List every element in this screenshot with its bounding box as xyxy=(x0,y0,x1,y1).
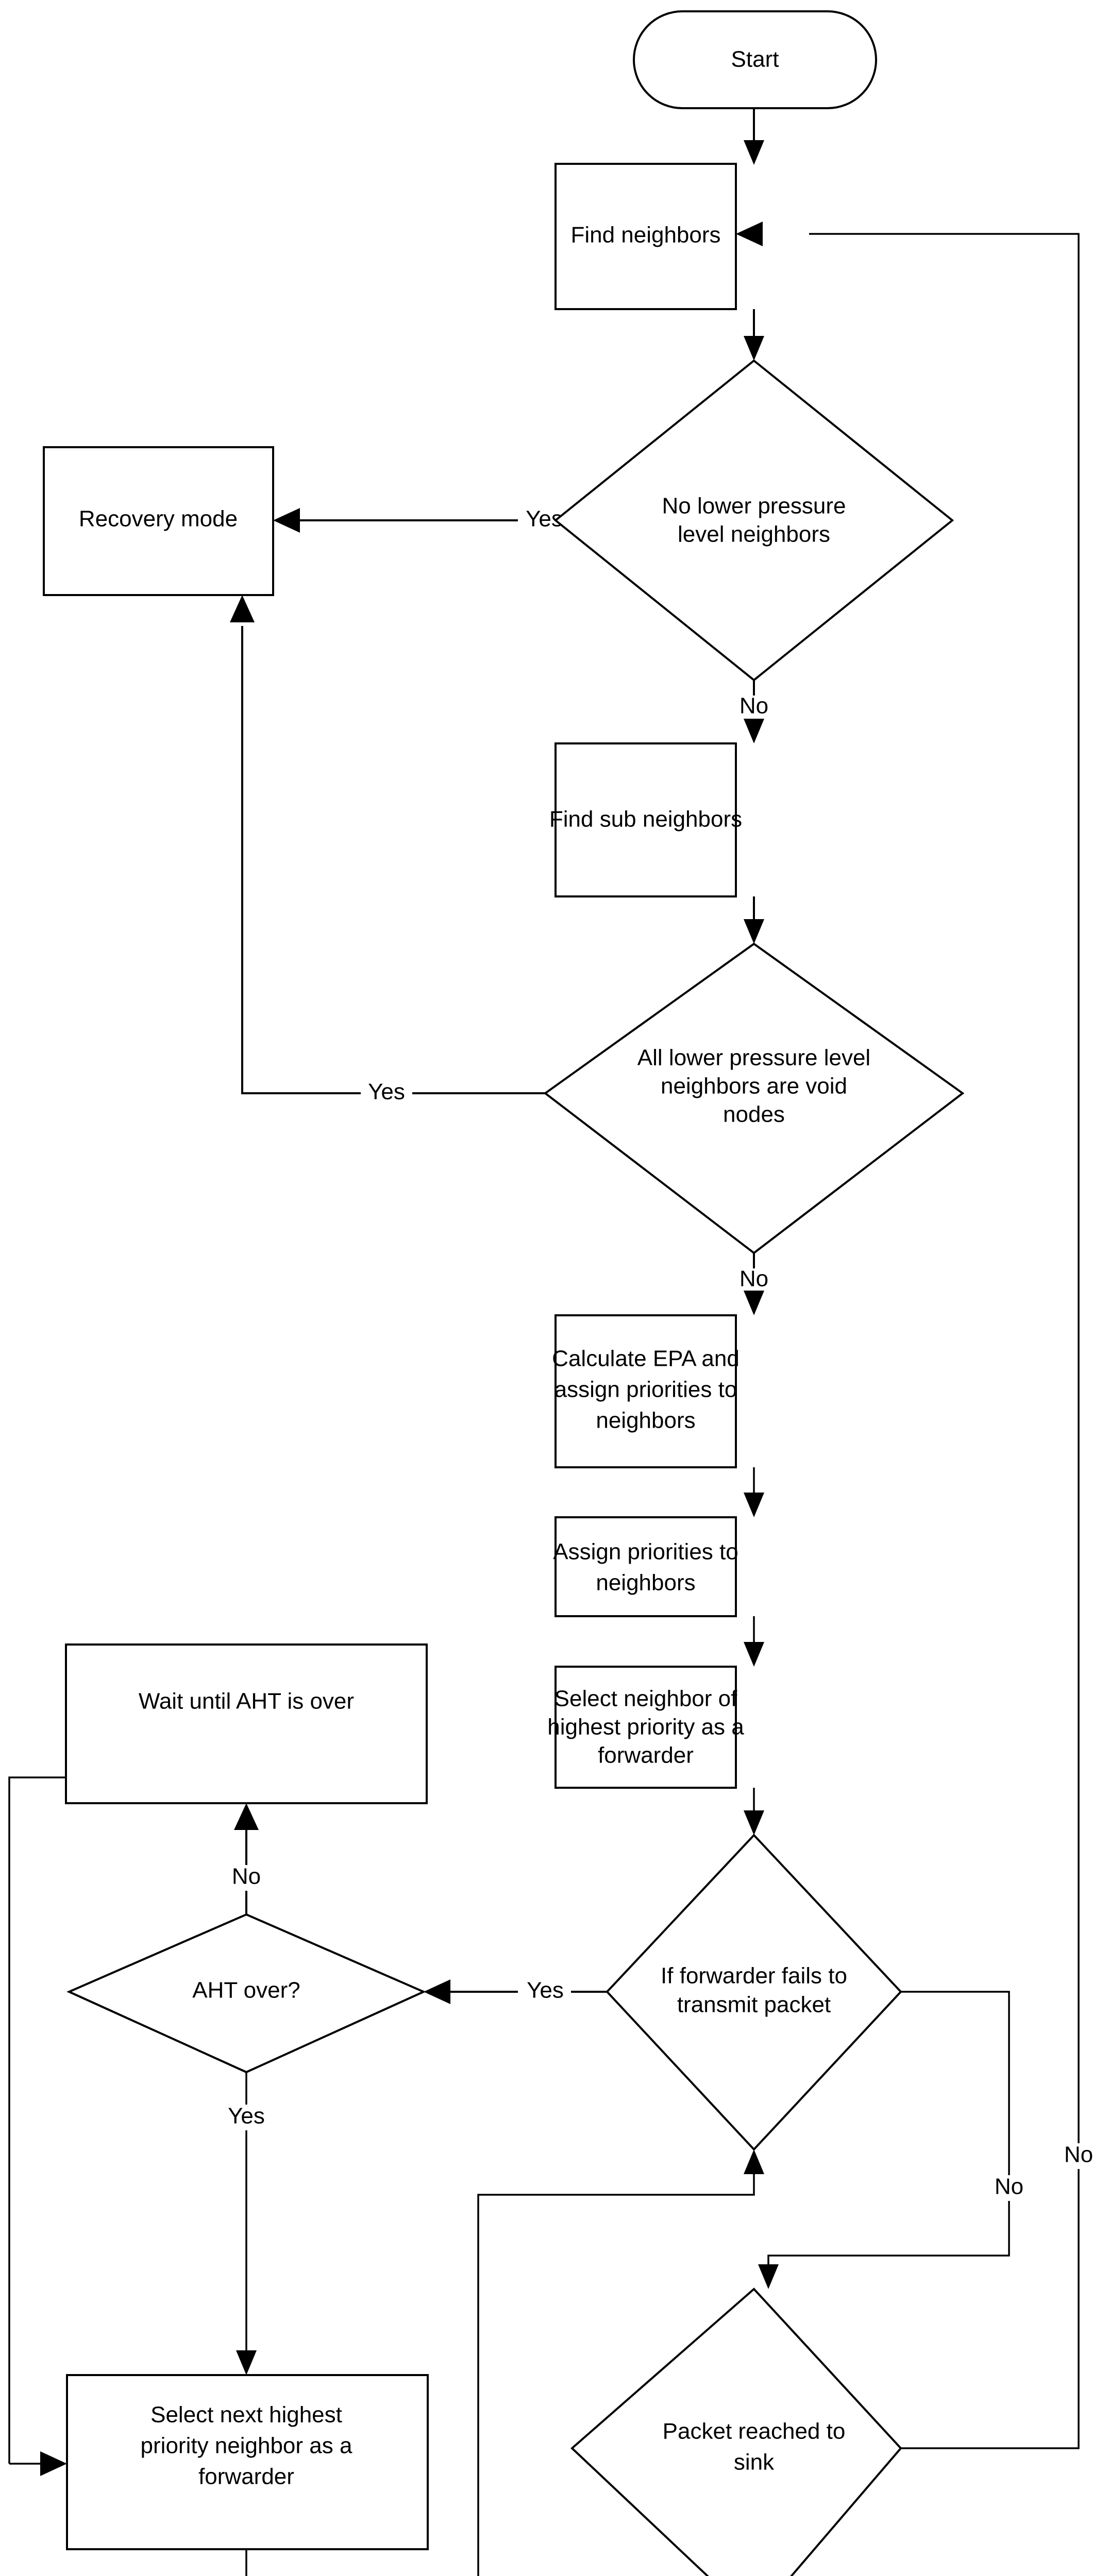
node-select-highest-line1: Select neighbor of xyxy=(554,1686,737,1711)
node-packet-reached[interactable]: Packet reached to sink xyxy=(570,2287,902,2576)
node-assign-priorities-line1: Assign priorities to xyxy=(553,1539,738,1565)
node-recovery-mode-label: Recovery mode xyxy=(79,506,238,532)
node-find-sub-neighbors[interactable]: Find sub neighbors xyxy=(549,742,742,897)
edge-label-packet-reached-no: No xyxy=(1064,2142,1093,2167)
node-wait-aht[interactable]: Wait until AHT is over xyxy=(65,1643,428,1804)
edge-label-no-lower-pressure-no: No xyxy=(740,693,768,719)
edge-assign-priorities-to-select-highest xyxy=(744,1616,764,1667)
node-recovery-mode[interactable]: Recovery mode xyxy=(43,446,274,596)
node-select-next-line2: priority neighbor as a xyxy=(141,2433,352,2459)
edge-aht-over-no-to-wait-aht: No xyxy=(232,1803,261,1914)
node-forwarder-fails-line1: If forwarder fails to xyxy=(661,1963,847,1989)
node-select-next-line3: forwarder xyxy=(198,2464,294,2489)
node-start-label: Start xyxy=(731,47,779,72)
edge-find-neighbors-to-no-lower-pressure xyxy=(744,309,764,361)
edge-label-aht-over-no: No xyxy=(232,1864,261,1889)
node-assign-priorities-line2: neighbors xyxy=(596,1570,695,1596)
edge-label-forwarder-fails-yes: Yes xyxy=(527,1978,564,2003)
edge-label-all-void-no: No xyxy=(740,1266,768,1292)
edge-forwarder-fails-yes-to-aht-over: Yes xyxy=(424,1978,607,2004)
edge-calculate-epa-to-assign-priorities xyxy=(744,1467,764,1517)
node-all-void-line2: neighbors are void xyxy=(661,1074,847,1099)
node-select-next-line1: Select next highest xyxy=(150,2402,342,2428)
node-all-void-line3: nodes xyxy=(723,1102,785,1127)
edge-aht-over-yes-to-select-next: Yes xyxy=(228,2072,265,2375)
node-no-lower-pressure-line2: level neighbors xyxy=(678,522,830,547)
node-select-highest[interactable]: Select neighbor of highest priority as a… xyxy=(547,1666,744,1789)
node-find-neighbors[interactable]: Find neighbors xyxy=(554,163,737,310)
edge-label-all-void-yes: Yes xyxy=(368,1079,405,1105)
node-assign-priorities[interactable]: Assign priorities to neighbors xyxy=(553,1516,738,1617)
node-forwarder-fails[interactable]: If forwarder fails to transmit packet xyxy=(606,1834,902,2151)
node-forwarder-fails-line2: transmit packet xyxy=(677,1992,831,2018)
node-select-highest-line2: highest priority as a xyxy=(547,1715,744,1740)
edge-find-sub-neighbors-to-all-void xyxy=(744,896,764,944)
node-all-void[interactable]: All lower pressure level neighbors are v… xyxy=(543,942,965,1255)
node-wait-aht-label: Wait until AHT is over xyxy=(139,1689,354,1714)
edge-no-lower-pressure-no-to-find-sub-neighbors: No xyxy=(740,680,768,743)
node-calculate-epa-line2: assign priorities to xyxy=(554,1377,737,1402)
node-packet-reached-line2: sink xyxy=(734,2450,775,2475)
edge-label-aht-over-yes: Yes xyxy=(228,2104,265,2129)
node-select-highest-line3: forwarder xyxy=(598,1743,694,1768)
node-aht-over[interactable]: AHT over? xyxy=(66,1913,426,2074)
edge-start-to-find-neighbors xyxy=(744,108,764,165)
edge-forwarder-fails-no-to-packet-reached: No xyxy=(758,1991,1023,2289)
node-no-lower-pressure[interactable]: No lower pressure level neighbors xyxy=(553,359,954,682)
edge-select-highest-to-forwarder-fails xyxy=(744,1788,764,1835)
edge-select-next-to-forwarder-fails xyxy=(245,2149,764,2576)
node-calculate-epa-line3: neighbors xyxy=(596,1408,695,1433)
node-find-neighbors-label: Find neighbors xyxy=(570,223,720,248)
edge-label-forwarder-fails-no: No xyxy=(995,2174,1023,2199)
edge-wait-aht-to-select-next xyxy=(8,1776,125,2476)
edge-packet-reached-no-to-find-neighbors: No xyxy=(736,222,1093,2449)
node-find-sub-neighbors-label: Find sub neighbors xyxy=(549,807,742,832)
node-all-void-line1: All lower pressure level xyxy=(637,1045,870,1071)
node-aht-over-label: AHT over? xyxy=(192,1978,300,2003)
node-no-lower-pressure-line1: No lower pressure xyxy=(662,494,846,519)
edge-all-void-yes-to-recovery-mode: Yes xyxy=(230,595,545,1105)
node-select-next[interactable]: Select next highest priority neighbor as… xyxy=(66,2374,429,2550)
node-start[interactable]: Start xyxy=(633,10,877,109)
edge-all-void-no-to-calculate-epa: No xyxy=(740,1253,768,1315)
node-packet-reached-line1: Packet reached to xyxy=(663,2419,846,2444)
node-calculate-epa-line1: Calculate EPA and xyxy=(552,1346,740,1371)
node-calculate-epa[interactable]: Calculate EPA and assign priorities to n… xyxy=(552,1314,740,1468)
